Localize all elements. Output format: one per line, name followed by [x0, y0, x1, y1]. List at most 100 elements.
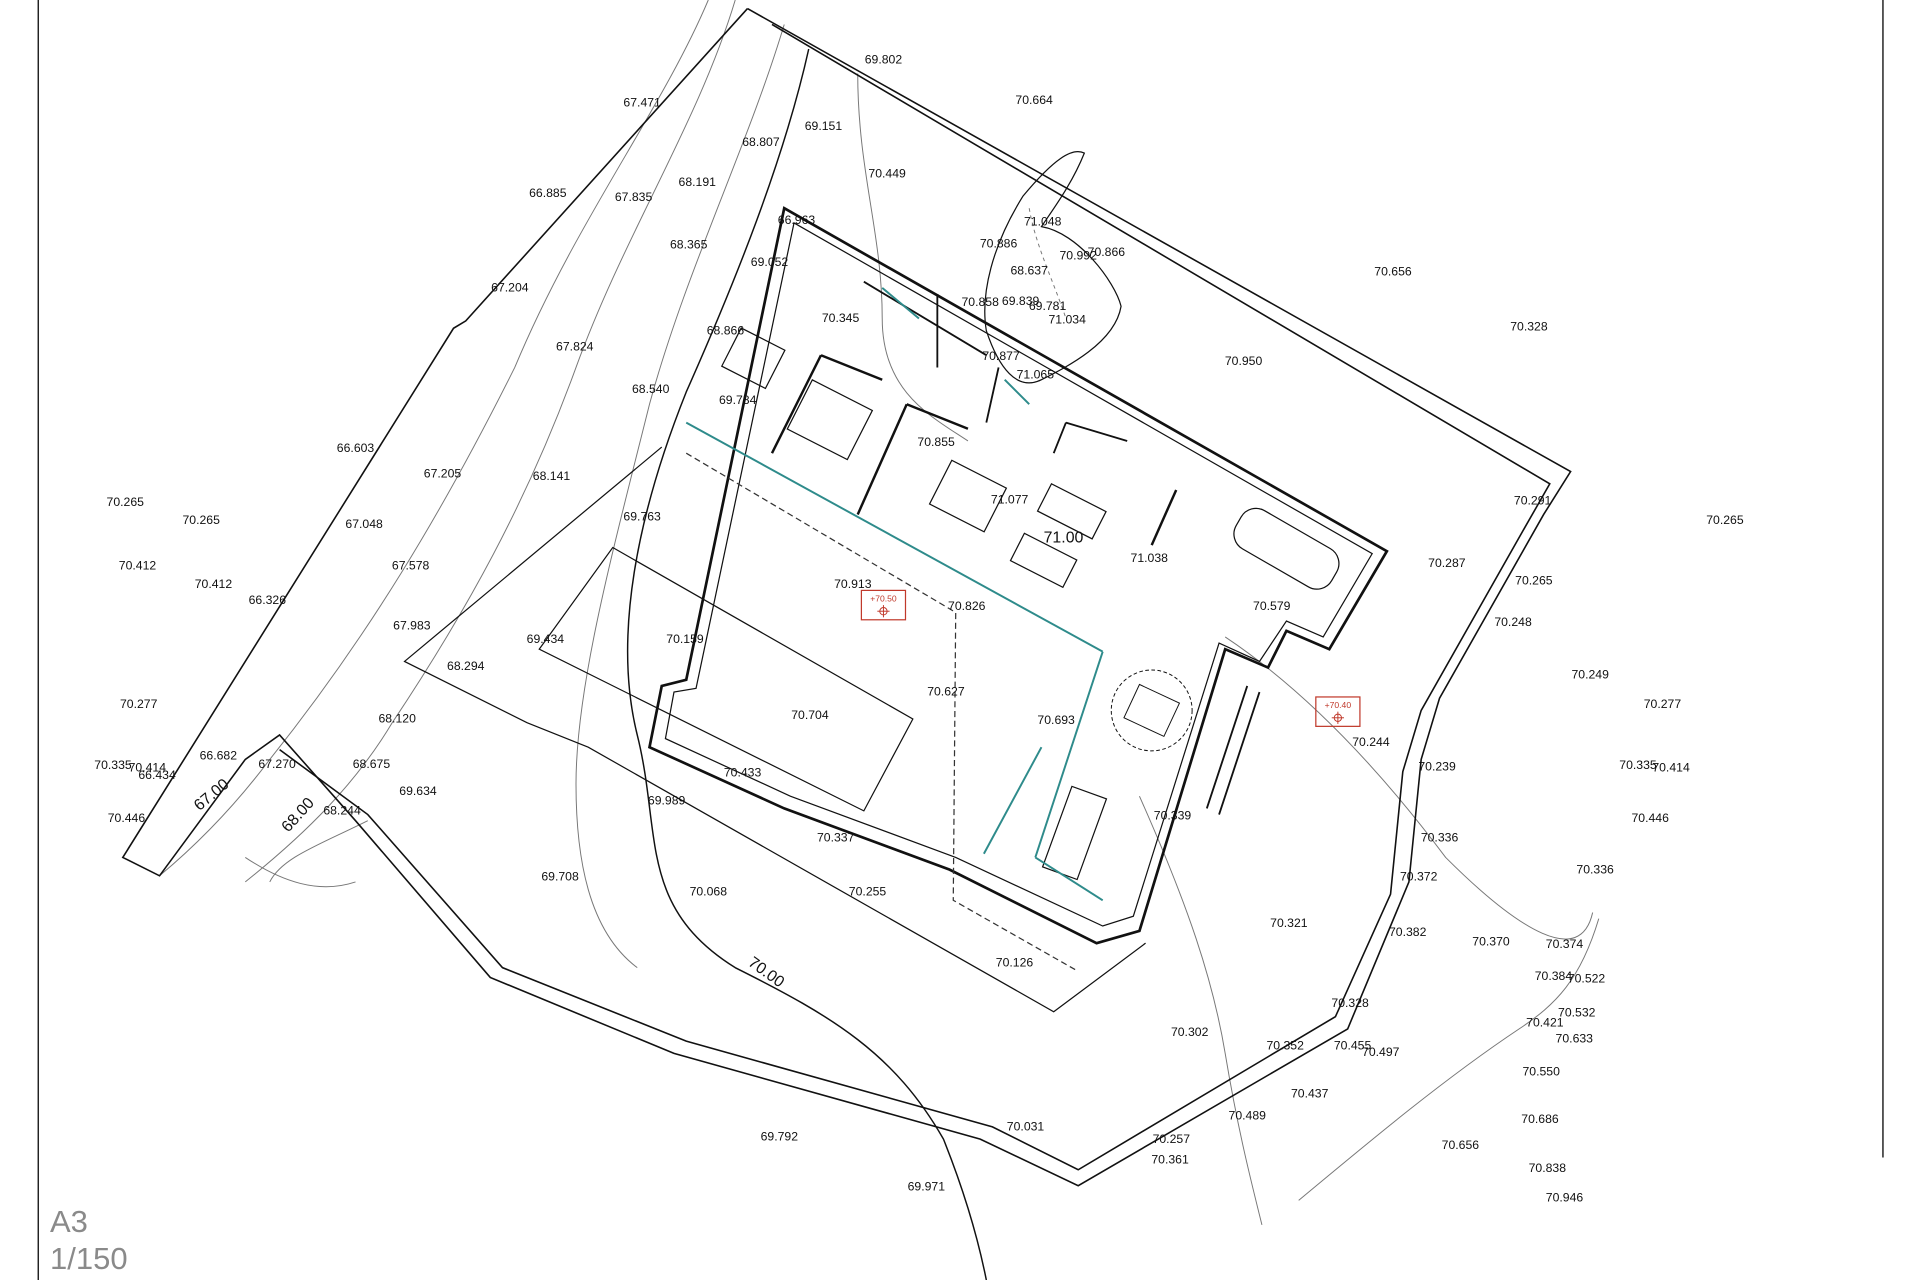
spot-elevation: 70.287 — [1428, 556, 1466, 570]
spot-elevation: 70.328 — [1331, 996, 1369, 1010]
spot-elevation: 67.824 — [556, 339, 594, 353]
spot-elevation: 68.191 — [679, 175, 717, 189]
spot-elevation: 70.992 — [1059, 249, 1097, 263]
spot-elevation: 66.682 — [200, 748, 238, 762]
spot-elevation: 70.421 — [1526, 1015, 1564, 1029]
spot-elevation: 66.434 — [138, 768, 176, 782]
spot-elevation: 70.068 — [690, 884, 728, 898]
spot-elevation: 70.412 — [119, 559, 157, 573]
spot-elevation: 70.249 — [1571, 668, 1609, 682]
spot-elevation: 70.950 — [1225, 354, 1263, 368]
spot-elevation: 71.034 — [1048, 312, 1086, 326]
spot-elevation: 68.637 — [1010, 263, 1048, 277]
spot-elevation: 70.858 — [961, 295, 999, 309]
spot-elevation: 70.277 — [120, 697, 158, 711]
spot-elevation: 66.963 — [778, 213, 816, 227]
spot-elevation: 70.412 — [195, 577, 233, 591]
spot-elevation: 70.838 — [1529, 1161, 1567, 1175]
spot-elevation: 70.913 — [834, 577, 872, 591]
spot-elevation: 67.835 — [615, 190, 653, 204]
spot-elevation: 68.675 — [353, 757, 391, 771]
sheet-border — [37, 0, 1884, 1280]
spot-elevation: 71.065 — [1017, 367, 1055, 381]
contour-lines — [159, 0, 1600, 1280]
spot-elevation: 70.414 — [1652, 761, 1690, 775]
spot-elevation: 70.656 — [1442, 1138, 1480, 1152]
spot-elevation: 70.239 — [1418, 759, 1456, 773]
spot-elevation: 69.634 — [399, 784, 437, 798]
spot-elevation: 70.265 — [1515, 573, 1553, 587]
spot-elevation: 70.352 — [1266, 1039, 1304, 1053]
spot-elevation: 70.337 — [817, 830, 855, 844]
level-marker: +70.50 — [860, 589, 907, 621]
spot-elevation: 71.048 — [1024, 214, 1062, 228]
spot-elevation: 70.361 — [1151, 1153, 1189, 1167]
spot-elevation: 68.365 — [670, 238, 708, 252]
spot-elevation: 70.826 — [948, 599, 986, 613]
spot-elevation: 69.763 — [623, 510, 661, 524]
spot-elevation: 67.204 — [491, 281, 529, 295]
spot-elevation: 69.151 — [805, 119, 843, 133]
spot-elevation: 66.885 — [529, 186, 567, 200]
contour-label: 71.00 — [1044, 530, 1084, 547]
spot-elevation: 68.141 — [533, 469, 571, 483]
spot-elevation: 70.255 — [849, 884, 887, 898]
spot-elevation: 70.374 — [1546, 937, 1584, 951]
spot-elevation: 70.382 — [1389, 925, 1427, 939]
spot-elevation: 70.449 — [868, 167, 906, 181]
spot-elevation: 68.807 — [742, 135, 780, 149]
spot-elevation: 66.326 — [249, 593, 287, 607]
spot-elevation: 67.983 — [393, 619, 431, 633]
spot-elevation: 70.633 — [1556, 1031, 1594, 1045]
spot-elevation: 68.294 — [447, 659, 485, 673]
spot-elevation: 69.434 — [527, 632, 565, 646]
contour-label: 70.00 — [745, 954, 787, 991]
level-marker-value: +70.40 — [1325, 700, 1352, 710]
spot-elevations: 69.80270.66467.47169.15168.80770.44968.1… — [94, 53, 1744, 1205]
spot-elevation: 70.159 — [666, 632, 704, 646]
spot-elevation: 70.433 — [724, 766, 762, 780]
terrace-outline — [403, 446, 1146, 1013]
spot-elevation: 67.270 — [258, 757, 296, 771]
spot-elevation: 70.522 — [1568, 971, 1606, 985]
spot-elevation: 70.257 — [1153, 1132, 1191, 1146]
spot-elevation: 70.126 — [996, 955, 1034, 969]
spot-elevation: 70.265 — [182, 513, 220, 527]
spot-elevation: 67.471 — [623, 96, 661, 110]
spot-elevation: 71.077 — [991, 492, 1029, 506]
spot-elevation: 70.265 — [107, 495, 145, 509]
spot-elevation: 70.455 — [1334, 1039, 1372, 1053]
spot-elevation: 68.120 — [378, 712, 416, 726]
spot-elevation: 70.345 — [822, 311, 860, 325]
spot-elevation: 69.052 — [751, 255, 789, 269]
spot-elevation: 69.784 — [719, 393, 757, 407]
spot-elevation: 70.446 — [1632, 811, 1670, 825]
spot-elevation: 70.291 — [1514, 494, 1552, 508]
spot-elevation: 70.532 — [1558, 1006, 1596, 1020]
spot-elevation: 70.244 — [1352, 735, 1390, 749]
spot-elevation: 66.603 — [337, 441, 375, 455]
spot-elevation: 69.792 — [761, 1129, 799, 1143]
spot-elevation: 67.205 — [424, 467, 462, 481]
spot-elevation: 70.328 — [1510, 320, 1548, 334]
spot-elevation: 70.335 — [94, 758, 132, 772]
spot-elevation: 69.989 — [648, 794, 686, 808]
spot-elevation: 70.336 — [1576, 862, 1614, 876]
spot-elevation: 70.302 — [1171, 1025, 1209, 1039]
spot-elevation: 70.693 — [1037, 713, 1075, 727]
spot-elevation: 70.866 — [1088, 245, 1126, 259]
glazing-lines — [685, 287, 1104, 902]
spot-elevation: 67.578 — [392, 559, 430, 573]
spot-elevation: 69.802 — [865, 53, 903, 67]
spot-elevation: 70.339 — [1154, 808, 1192, 822]
spot-elevation: 69.971 — [908, 1180, 946, 1194]
spot-elevation: 70.414 — [129, 761, 167, 775]
spot-elevation: 71.038 — [1131, 551, 1169, 565]
level-marker: +70.40 — [1315, 696, 1361, 727]
spot-elevation: 70.886 — [980, 236, 1018, 250]
spot-elevation: 70.370 — [1472, 935, 1510, 949]
contour-label: 67.00 — [191, 776, 233, 815]
spot-elevation: 70.277 — [1644, 697, 1682, 711]
spot-elevation: 70.335 — [1619, 758, 1657, 772]
spot-elevation: 70.031 — [1007, 1120, 1045, 1134]
